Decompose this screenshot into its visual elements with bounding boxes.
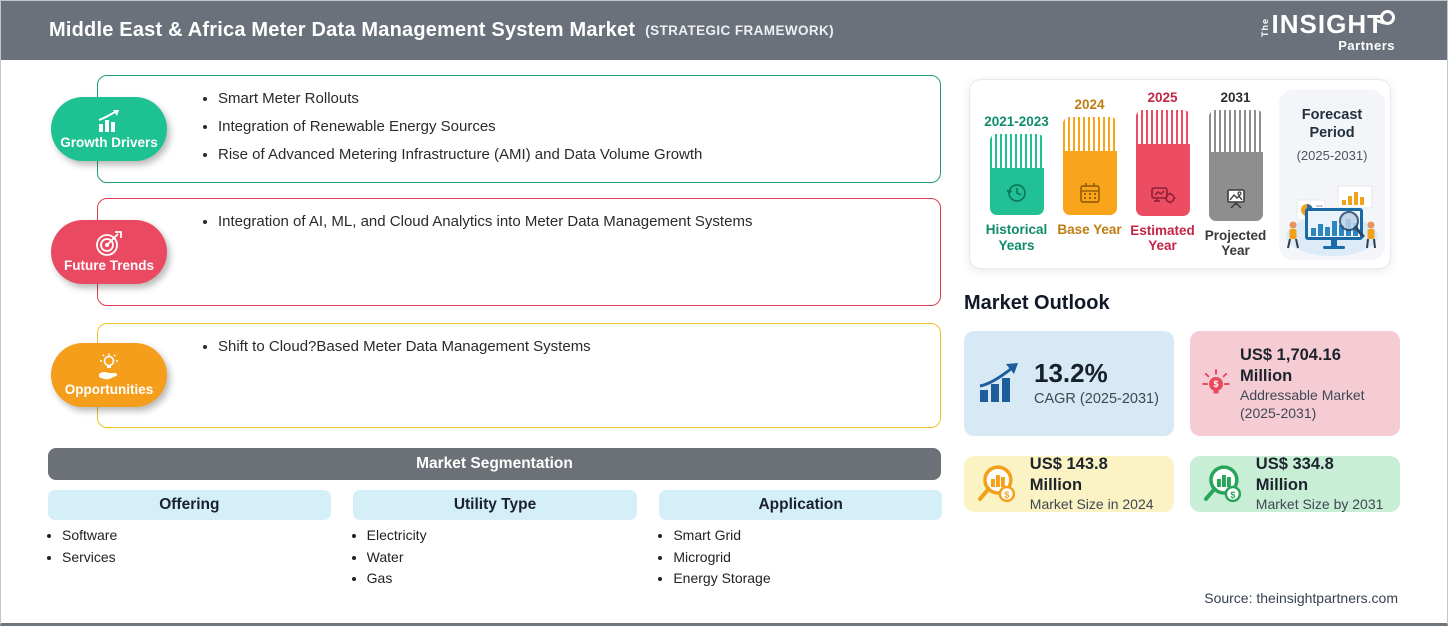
growth-driver-item: Rise of Advanced Metering Infrastructure… — [218, 146, 922, 163]
future-trends-panel: Integration of AI, ML, and Cloud Analyti… — [48, 198, 941, 306]
forecast-period-panel: Forecast Period (2025-2031) — [1279, 90, 1385, 260]
market-size-2024-value: US$ 143.8 Million — [1029, 455, 1108, 494]
segmentation-columns: Offering Software Services Utility Type … — [48, 490, 943, 593]
svg-text:$: $ — [1214, 379, 1219, 389]
bar-label: Estimated Year — [1130, 222, 1195, 254]
bar-label: Historical Years — [985, 222, 1048, 253]
timeline-card: 2021-2023 Historical Years 2024 — [969, 79, 1391, 269]
market-size-2031-label: Market Size by 2031 — [1255, 496, 1384, 513]
badge-label: Growth Drivers — [60, 135, 158, 150]
segment-item: Water — [367, 549, 638, 565]
column-header: Application — [659, 490, 943, 520]
market-size-2031-card: $ US$ 334.8 Million Market Size by 2031 — [1190, 455, 1400, 513]
historical-bar — [989, 134, 1044, 215]
header-bar: Middle East & Africa Meter Data Manageme… — [1, 1, 1447, 60]
column-header: Utility Type — [352, 490, 638, 520]
growth-drivers-panel: Smart Meter Rollouts Integration of Rene… — [48, 75, 941, 183]
outlook-cards: 13.2% CAGR (2025-2031) $ US$ 1,704.16 Mi… — [964, 331, 1400, 512]
year-label: 2021-2023 — [984, 114, 1049, 129]
segmentation-column-offering: Offering Software Services — [48, 490, 331, 593]
timeline-bar-projected: 2031 Projected Year — [1199, 90, 1272, 260]
projected-year-bar — [1208, 110, 1263, 221]
year-label: 2031 — [1220, 90, 1251, 105]
growth-driver-item: Integration of Renewable Energy Sources — [218, 118, 922, 135]
opportunities-panel: Shift to Cloud?Based Meter Data Manageme… — [48, 323, 941, 428]
opportunities-box: Shift to Cloud?Based Meter Data Manageme… — [97, 323, 941, 428]
year-label: 2025 — [1147, 90, 1178, 105]
segment-item: Software — [62, 528, 331, 543]
segmentation-column-utility-type: Utility Type Electricity Water Gas — [352, 490, 638, 593]
timeline-bars: 2021-2023 Historical Years 2024 — [980, 90, 1272, 260]
opportunities-badge: Opportunities — [51, 343, 167, 407]
timeline-bar-base: 2024 Base Year — [1053, 90, 1126, 260]
logo-partners: Partners — [1338, 38, 1395, 53]
cagr-card: 13.2% CAGR (2025-2031) — [964, 331, 1174, 436]
column-header: Offering — [48, 490, 331, 520]
segment-item: Services — [62, 549, 331, 565]
target-dart-icon — [96, 231, 122, 256]
growth-drivers-badge: Growth Drivers — [51, 97, 167, 161]
addressable-market-card: $ US$ 1,704.16 Million Addressable Marke… — [1190, 331, 1400, 436]
timeline-bar-estimated: 2025 Estimated Year — [1126, 90, 1199, 260]
market-outlook-title: Market Outlook — [964, 292, 1110, 314]
market-size-2024-card: $ US$ 143.8 Million Market Size in 2024 — [964, 455, 1174, 513]
growth-drivers-box: Smart Meter Rollouts Integration of Rene… — [97, 75, 941, 183]
badge-label: Opportunities — [64, 382, 154, 397]
base-year-bar — [1062, 117, 1117, 215]
future-trends-box: Integration of AI, ML, and Cloud Analyti… — [97, 198, 941, 306]
addressable-value: US$ 1,704.16 Million — [1240, 345, 1341, 385]
page-title: Middle East & Africa Meter Data Manageme… — [49, 19, 636, 41]
year-label: 2024 — [1074, 97, 1105, 112]
estimated-year-bar — [1135, 110, 1190, 216]
forecast-range: (2025-2031) — [1296, 148, 1368, 164]
calendar-icon — [1079, 183, 1100, 203]
opportunity-item: Shift to Cloud?Based Meter Data Manageme… — [218, 338, 922, 355]
magnifier-lens-icon — [1380, 10, 1395, 25]
bulb-hand-icon — [99, 353, 118, 380]
segment-item: Gas — [367, 571, 638, 586]
magnifier-chart-orange-icon: $ — [977, 465, 1016, 503]
future-trends-badge: Future Trends — [51, 220, 167, 284]
segment-item: Energy Storage — [673, 571, 942, 586]
cagr-growth-icon — [979, 362, 1018, 402]
market-size-2024-label: Market Size in 2024 — [1029, 496, 1154, 513]
bulb-dollar-icon: $ — [1202, 368, 1230, 394]
history-clock-icon — [1005, 184, 1026, 202]
analytics-illustration — [1286, 185, 1378, 256]
forecast-title: Forecast Period — [1301, 107, 1363, 142]
cagr-value: 13.2% — [1034, 358, 1108, 389]
cagr-label: CAGR (2025-2031) — [1034, 390, 1159, 407]
segmentation-column-application: Application Smart Grid Microgrid Energy … — [659, 490, 943, 593]
projector-screen-icon — [1226, 188, 1245, 209]
badge-label: Future Trends — [63, 258, 154, 273]
logo-the: The — [1259, 17, 1270, 37]
growth-driver-item: Smart Meter Rollouts — [218, 90, 922, 107]
addressable-label: Addressable Market (2025-2031) — [1240, 387, 1365, 421]
magnifier-chart-green-icon: $ — [1203, 465, 1242, 503]
segment-item: Smart Grid — [673, 528, 942, 543]
segmentation-title: Market Segmentation — [416, 455, 573, 472]
page-subtitle: (STRATEGIC FRAMEWORK) — [645, 23, 835, 38]
market-segmentation-header: Market Segmentation — [48, 448, 941, 480]
growth-chart-icon — [98, 110, 119, 132]
svg-text:$: $ — [1230, 490, 1235, 500]
logo-insight: INSIGHT — [1271, 9, 1384, 39]
segment-item: Electricity — [367, 528, 638, 543]
meter-gauge-icon — [1150, 186, 1175, 204]
insight-partners-logo: The INSIGHT Partners — [1259, 9, 1395, 53]
segment-item: Microgrid — [673, 549, 942, 565]
source-attribution: Source: theinsightpartners.com — [1204, 590, 1398, 606]
svg-text:$: $ — [1004, 490, 1009, 500]
timeline-bar-historical: 2021-2023 Historical Years — [980, 90, 1053, 260]
market-size-2031-value: US$ 334.8 Million — [1255, 455, 1334, 494]
future-trend-item: Integration of AI, ML, and Cloud Analyti… — [218, 213, 922, 230]
bar-label: Projected Year — [1204, 227, 1267, 259]
bar-label: Base Year — [1057, 222, 1122, 237]
